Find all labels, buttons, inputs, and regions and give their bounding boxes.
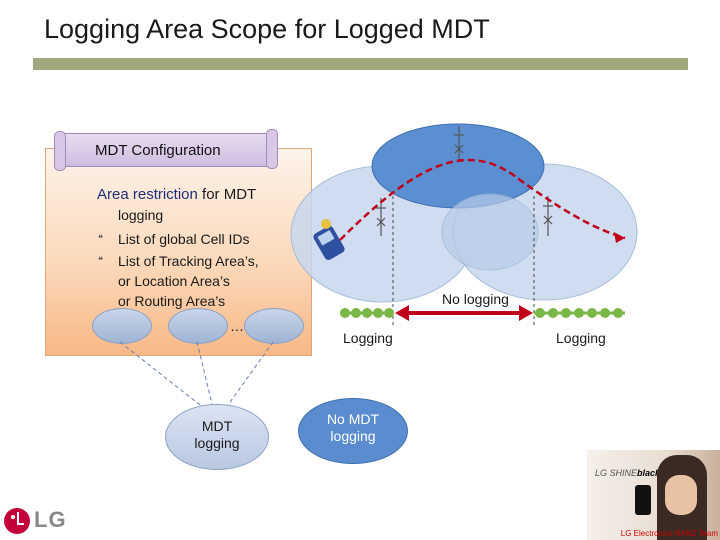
promo-brand: LG SHINEblack	[595, 468, 660, 478]
bullet-cell-ids: List of global Cell IDs	[118, 231, 250, 247]
logging-label-left: Logging	[343, 330, 393, 346]
logging-label-right: Logging	[556, 330, 606, 346]
logging-bar-left	[340, 308, 394, 318]
mdt-configuration-scroll: MDT Configuration	[54, 129, 278, 171]
phone-icon	[313, 219, 345, 261]
no-mdt-logging-line1: No MDT	[326, 411, 380, 427]
small-cell	[168, 308, 228, 344]
mdt-logging-line2: logging	[194, 435, 240, 451]
small-cell	[244, 308, 304, 344]
promo-phone	[635, 485, 651, 515]
scroll-curl-right	[266, 129, 278, 169]
promo-brand-b: black	[637, 468, 661, 478]
lg-logo-text: LG	[34, 507, 67, 532]
area-restriction-rest: for MDT	[197, 186, 257, 203]
scroll-label: MDT Configuration	[95, 142, 221, 159]
scroll-curl-left	[54, 131, 66, 171]
promo-image: LG SHINEblack LG Electronics RAN2 Team	[587, 450, 720, 540]
no-logging-label: No logging	[442, 291, 509, 307]
promo-face	[665, 475, 697, 515]
logging-bar-right	[534, 308, 625, 318]
mdt-logging-node: MDT logging	[165, 404, 269, 470]
config-connector-lines	[119, 341, 274, 406]
cell-top-blue	[371, 123, 545, 209]
area-restriction-heading: Area restriction for MDT	[97, 186, 256, 203]
bullet-tracking-areas: List of Tracking Area’s,	[118, 253, 259, 269]
mdt-logging-line1: MDT	[201, 418, 233, 434]
bullet-location-areas: or Location Area’s	[118, 273, 230, 289]
bullet-routing-areas: or Routing Area’s	[118, 293, 226, 309]
no-logging-arrow	[395, 305, 533, 321]
trajectory-arrowhead	[614, 232, 625, 243]
no-mdt-logging-line2: logging	[330, 428, 376, 444]
promo-brand-a: LG SHINE	[595, 468, 638, 478]
cell-overlap	[441, 193, 539, 271]
area-restriction-bold: Area restriction	[97, 186, 198, 203]
promo-team-label: LG Electronics RAN2 Team	[620, 529, 718, 538]
page-title: Logging Area Scope for Logged MDT	[44, 14, 490, 44]
area-restriction-logging: logging	[118, 207, 164, 223]
ue-trajectory-arrow	[339, 158, 626, 241]
title-divider	[33, 58, 688, 70]
tower-icon	[376, 126, 553, 236]
ellipsis: …	[230, 318, 244, 334]
bullet-glyph: ❝	[98, 255, 103, 265]
lg-logo-icon	[4, 508, 30, 534]
bullet-glyph: ❝	[98, 233, 103, 243]
no-mdt-logging-node: No MDT logging	[298, 398, 408, 464]
